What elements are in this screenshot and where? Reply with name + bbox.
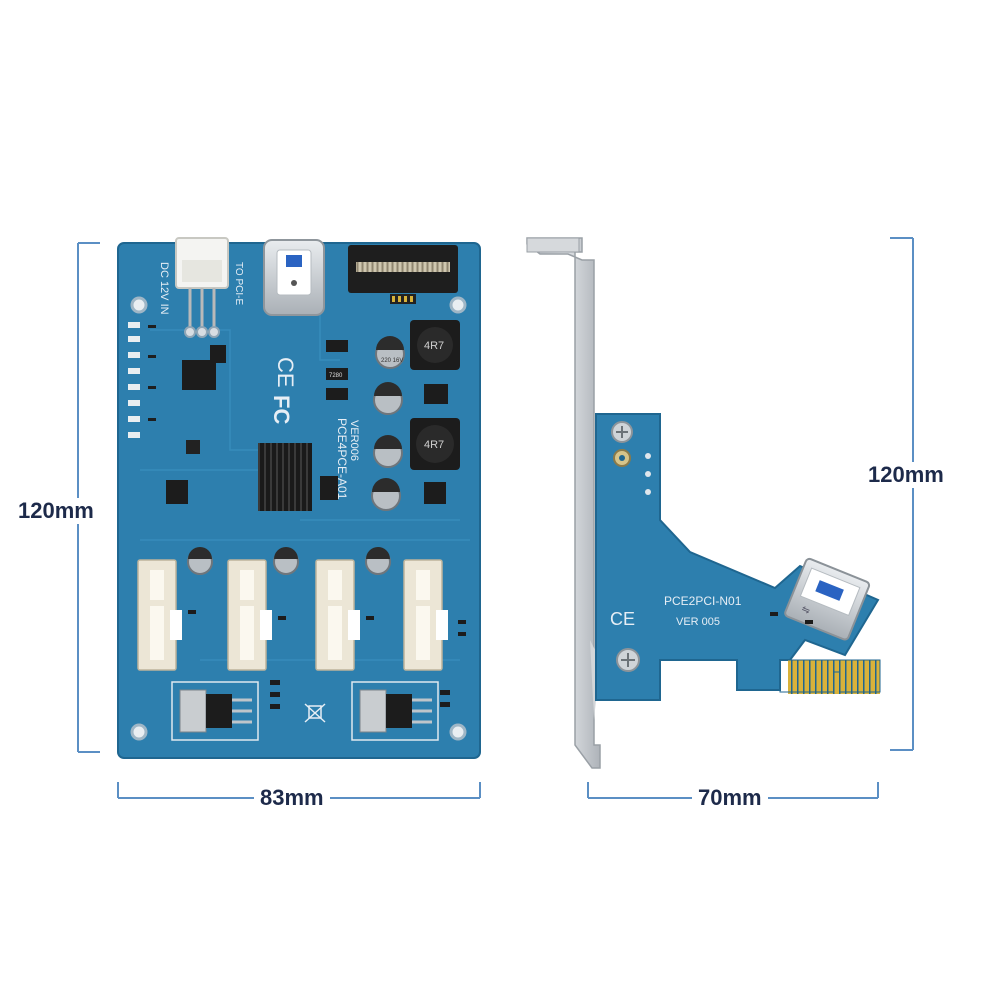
usb3-port xyxy=(263,239,325,316)
svg-text:4R7: 4R7 xyxy=(424,439,444,451)
card-usb3-port: ⇋ xyxy=(784,557,871,641)
card-ce-mark: CE xyxy=(610,609,635,629)
right-width-label: 70mm xyxy=(692,785,768,811)
usb-label: TO PCI-E xyxy=(233,262,244,305)
svg-text:4R7: 4R7 xyxy=(424,340,444,352)
power-label: DC 12V IN xyxy=(158,262,170,315)
svg-text:7280: 7280 xyxy=(329,373,343,379)
pcie-slot-3 xyxy=(315,559,360,671)
molex-power-connector xyxy=(175,237,229,338)
fc-mark: FC xyxy=(269,395,294,424)
smd-resistors: 7280 xyxy=(326,340,348,400)
ce-mark: CE xyxy=(273,357,298,388)
pcie-slots xyxy=(137,559,448,671)
main-riser-board: DC 12V IN TO PCI-E xyxy=(117,237,481,759)
heatsink xyxy=(258,443,312,511)
inductor-1: 4R7 xyxy=(410,320,460,370)
card-model: PCE2PCI-N01 xyxy=(664,594,742,608)
svg-text:220 16V: 220 16V xyxy=(381,358,403,364)
left-width-label: 83mm xyxy=(254,785,330,811)
led-column xyxy=(128,322,140,438)
mounting-holes xyxy=(130,296,467,741)
card-screw-top xyxy=(611,421,633,443)
pcie-slot-4 xyxy=(403,559,448,671)
svg-text:⇋: ⇋ xyxy=(800,604,812,617)
pcie-adapter-card: PCE2PCI-N01 VER 005 CE ⇋ xyxy=(595,413,881,701)
bin-symbol-icon xyxy=(304,703,326,723)
voltage-regulator-right xyxy=(351,681,439,741)
top-connector xyxy=(348,245,458,304)
card-screw-bottom xyxy=(616,648,640,672)
pcie-slot-2 xyxy=(227,559,272,671)
pcie-slot-1 xyxy=(137,559,182,671)
capacitors: 220 16V xyxy=(187,336,405,575)
board-version: VER006 xyxy=(348,420,360,461)
inductor-2: 4R7 xyxy=(410,418,460,470)
voltage-regulator-left xyxy=(171,681,259,741)
left-height-label: 120mm xyxy=(12,498,100,524)
right-height-label: 120mm xyxy=(862,462,950,488)
board-model: PCE4PCE-A01 xyxy=(335,418,349,500)
card-version: VER 005 xyxy=(676,616,720,628)
regulator-chip xyxy=(182,360,216,390)
adapter-card-bracket xyxy=(526,237,601,769)
